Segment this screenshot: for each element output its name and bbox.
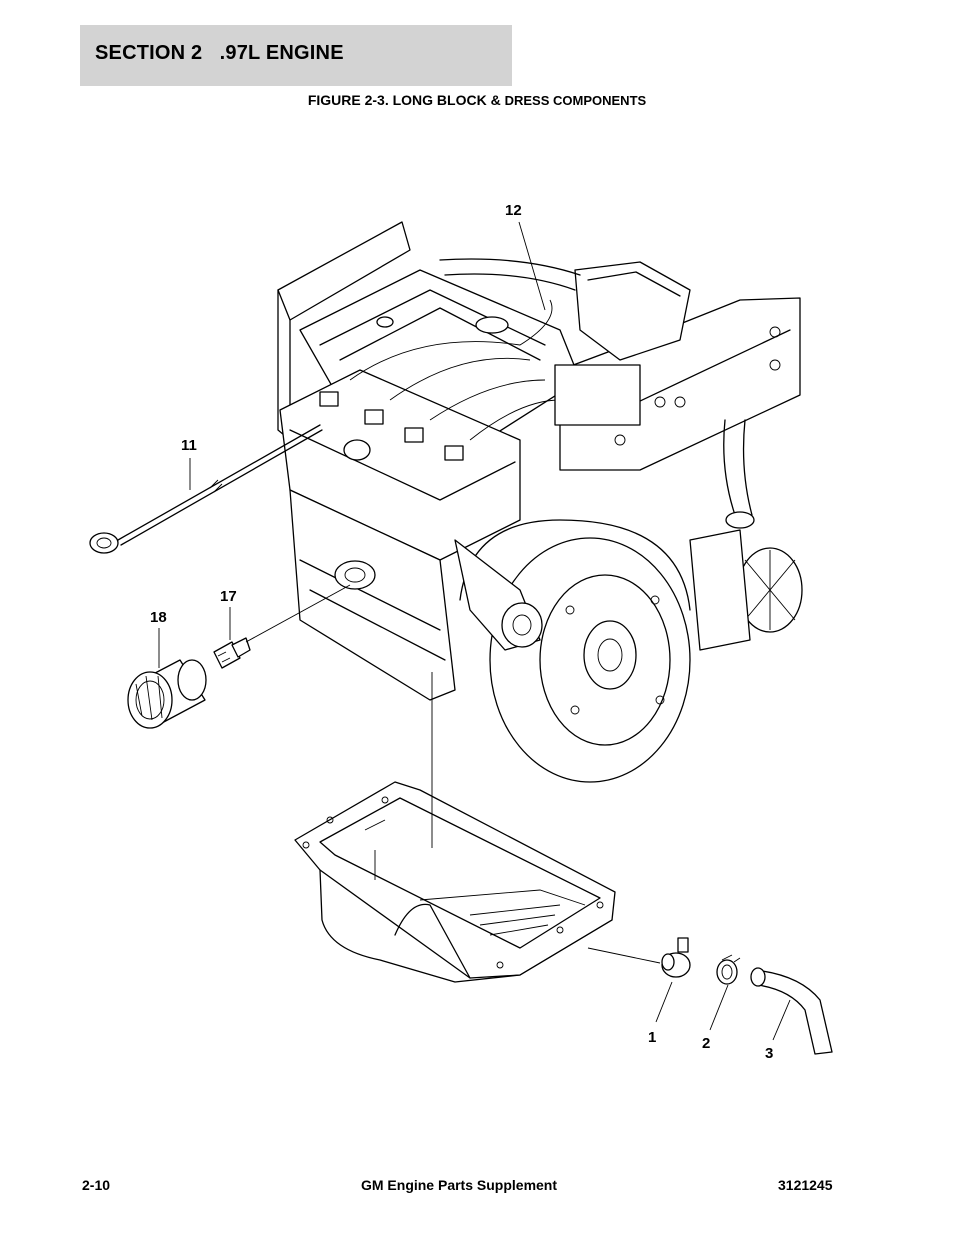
callout-17: 17 (220, 588, 237, 605)
callout-11: 11 (181, 437, 197, 454)
drain-valve-part-1 (587, 937, 691, 978)
oil-pan (294, 781, 616, 983)
callout-18: 18 (150, 609, 167, 626)
callout-12: 12 (505, 202, 522, 219)
callout-2: 2 (702, 1035, 710, 1052)
hose-clamp-part-2 (716, 954, 741, 985)
footer-page-number: 2-10 (82, 1177, 111, 1193)
section-title: SECTION 2 .97L ENGINE (95, 42, 344, 64)
callout-3: 3 (765, 1045, 773, 1062)
leader-lines (158, 221, 791, 1041)
drain-hose-part-3 (750, 967, 833, 1055)
figure-title-small: DRESS COMPONENTS (504, 93, 647, 108)
oil-pressure-fitting-part-17 (213, 584, 351, 669)
callout-1: 1 (648, 1029, 656, 1046)
dipstick-part-11 (89, 424, 323, 554)
section-header: SECTION 2 .97L ENGINE (80, 25, 512, 86)
footer-doc-number: 3121245 (778, 1177, 833, 1193)
footer-title: GM Engine Parts Supplement (360, 1177, 558, 1193)
figure-title-main: FIGURE 2-3. LONG BLOCK & (307, 92, 505, 108)
engine-long-block (277, 221, 803, 783)
oil-filter-part-18 (127, 659, 207, 729)
figure-title: FIGURE 2-3. LONG BLOCK & DRESS COMPONENT… (0, 92, 954, 108)
